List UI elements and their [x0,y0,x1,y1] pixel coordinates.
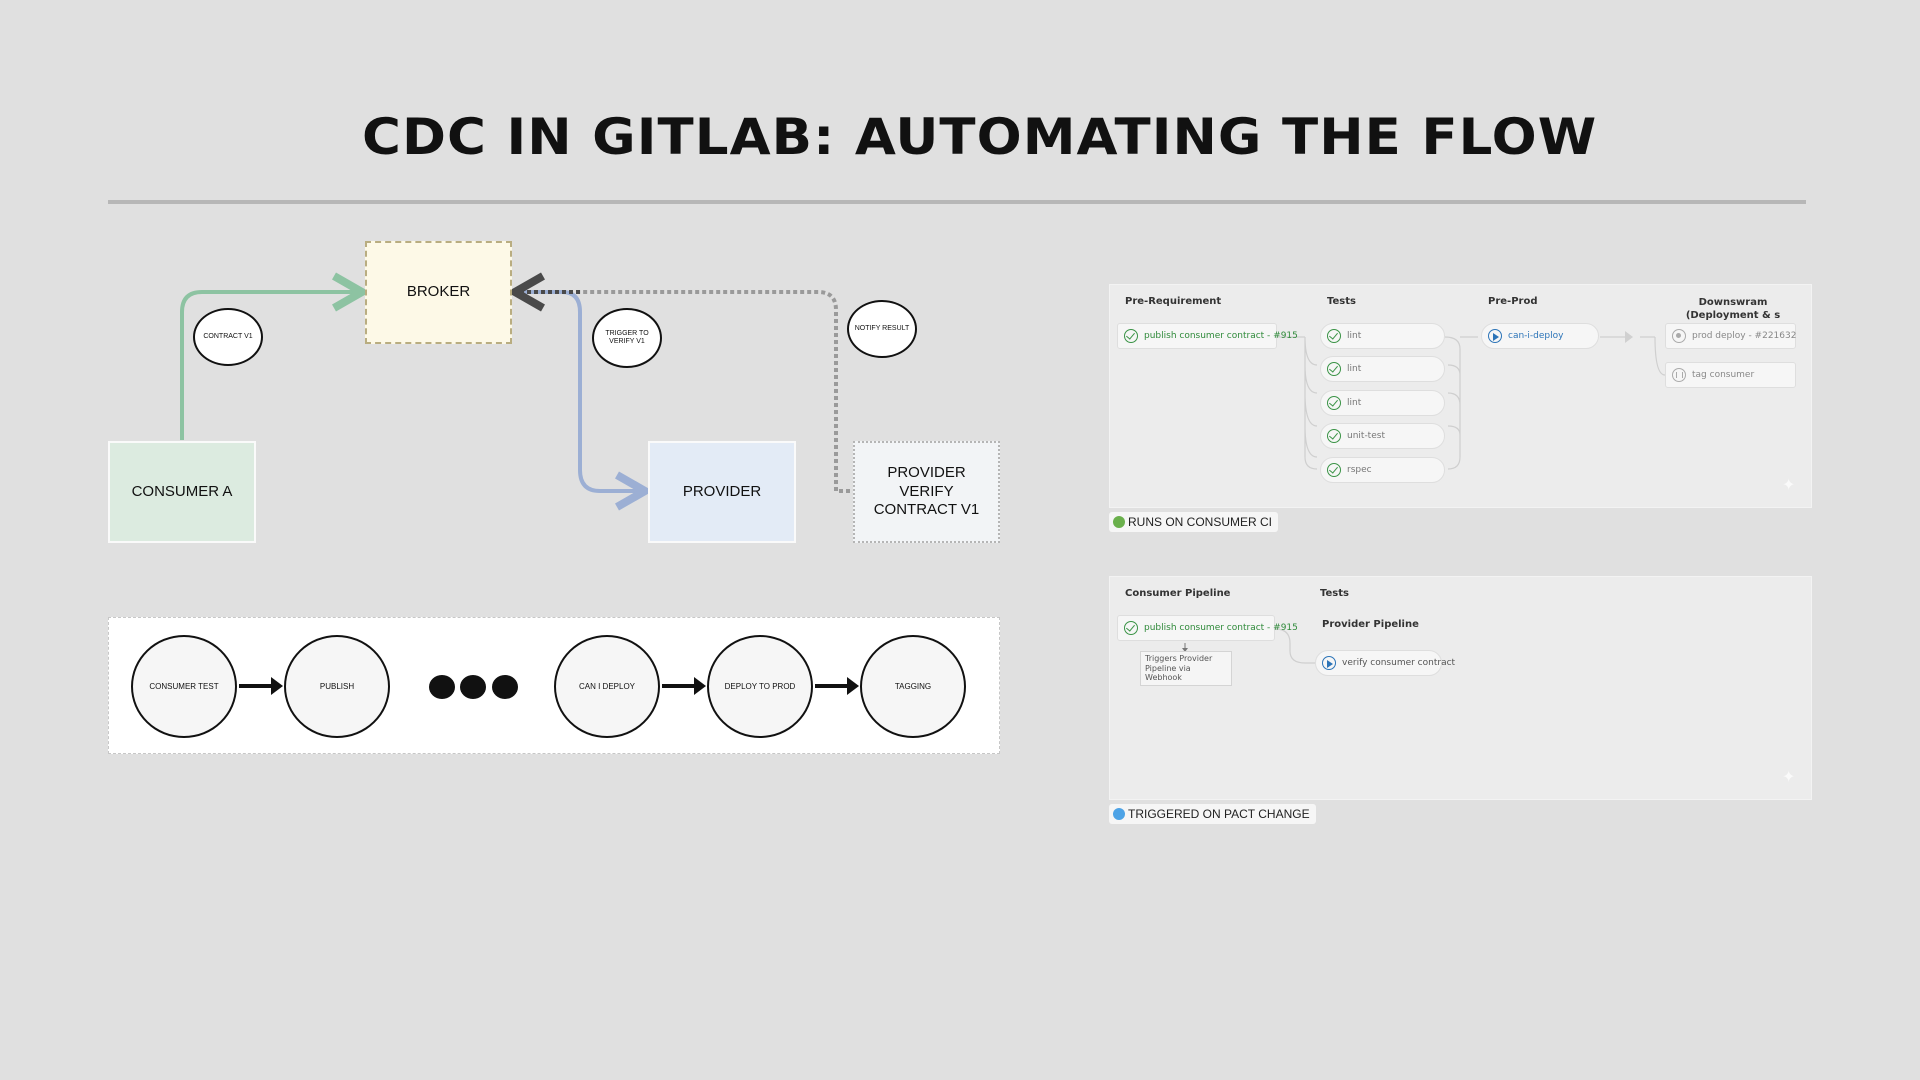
step-deploy-to-prod: DEPLOY TO PROD [707,635,813,738]
job-publish-consumer-contract[interactable]: publish consumer contract - #915 [1117,323,1298,349]
step-consumer-test: CONSUMER TEST [131,635,237,738]
play-icon [1322,656,1336,670]
job-lint-3[interactable]: lint [1320,390,1445,416]
step-arrow [662,677,706,695]
job-unit-test[interactable]: unit-test [1320,423,1445,449]
success-icon [1327,463,1341,477]
stage-tests: Tests [1320,588,1349,599]
pending-icon [1672,329,1686,343]
title-divider [108,200,1806,204]
green-dot-icon [1113,516,1125,528]
broker-box: BROKER [365,241,512,344]
notify-label: NOTIFY RESULT [847,300,917,358]
step-publish: PUBLISH [284,635,390,738]
success-icon [1124,621,1138,635]
stage-pre-requirement: Pre-Requirement [1125,296,1222,307]
legend-consumer-ci: RUNS ON CONSUMER CI [1109,512,1279,532]
step-arrow [239,677,283,695]
job-label: rspec [1347,465,1372,475]
legend-pact-change: TRIGGERED ON PACT CHANGE [1109,804,1316,824]
job-lint-2[interactable]: lint [1320,356,1445,382]
sparkle-icon: ✦ [1782,475,1796,494]
consumer-ci-pipeline: Pre-Requirement Tests Pre-Prod Downswram… [1109,284,1812,508]
job-rspec[interactable]: rspec [1320,457,1445,483]
job-publish-consumer-contract[interactable]: publish consumer contract - #915 [1117,615,1298,641]
success-icon [1124,329,1138,343]
trigger-label: TRIGGER TO VERIFY V1 [592,308,662,368]
job-can-i-deploy[interactable]: can-i-deploy [1481,323,1599,349]
success-icon [1327,362,1341,376]
page-title: CDC IN GITLAB: AUTOMATING THE FLOW [362,108,1598,166]
job-tag-consumer[interactable]: tag consumer [1665,362,1796,388]
webhook-note: Triggers Provider Pipeline via Webhook [1140,651,1232,686]
contract-label: CONTRACT V1 [193,308,263,366]
success-icon [1327,329,1341,343]
ellipsis-dot [460,675,486,699]
stage-provider-pipeline: Provider Pipeline [1322,619,1419,630]
step-arrow [815,677,859,695]
sparkle-icon: ✦ [1782,767,1796,786]
job-prod-deploy[interactable]: prod deploy - #221632 [1665,323,1796,349]
job-label: lint [1347,331,1362,341]
job-label: publish consumer contract - #915 [1144,331,1298,341]
step-tagging: TAGGING [860,635,966,738]
ellipsis-dot [492,675,518,699]
stage-consumer-pipeline: Consumer Pipeline [1125,588,1231,599]
provider-box: PROVIDER [648,441,796,543]
job-label: tag consumer [1692,370,1755,380]
job-label: prod deploy - #221632 [1692,331,1797,341]
blue-dot-icon [1113,808,1125,820]
job-label: can-i-deploy [1508,331,1564,341]
legend-label: RUNS ON CONSUMER CI [1128,515,1273,529]
pause-icon [1672,368,1686,382]
job-label: unit-test [1347,431,1385,441]
stage-tests: Tests [1327,296,1356,307]
job-verify-consumer-contract[interactable]: verify consumer contract [1315,650,1455,676]
ellipsis-dot [429,675,455,699]
job-label: publish consumer contract - #915 [1144,623,1298,633]
step-can-i-deploy: CAN I DEPLOY [554,635,660,738]
play-icon [1488,329,1502,343]
job-label: verify consumer contract [1342,658,1456,668]
stage-pre-prod: Pre-Prod [1488,296,1538,307]
pact-change-pipeline: Consumer Pipeline Tests Provider Pipelin… [1109,576,1812,800]
success-icon [1327,429,1341,443]
consumer-a-box: CONSUMER A [108,441,256,543]
job-lint-1[interactable]: lint [1320,323,1445,349]
legend-label: TRIGGERED ON PACT CHANGE [1128,807,1310,821]
job-label: lint [1347,364,1362,374]
provider-verify-box: PROVIDER VERIFY CONTRACT V1 [853,441,1000,543]
pipeline-connectors [1278,331,1666,470]
flow-steps-strip: CONSUMER TEST PUBLISH CAN I DEPLOY DEPLO… [108,617,1000,754]
job-label: lint [1347,398,1362,408]
pipeline-connectors [1182,628,1315,664]
success-icon [1327,396,1341,410]
